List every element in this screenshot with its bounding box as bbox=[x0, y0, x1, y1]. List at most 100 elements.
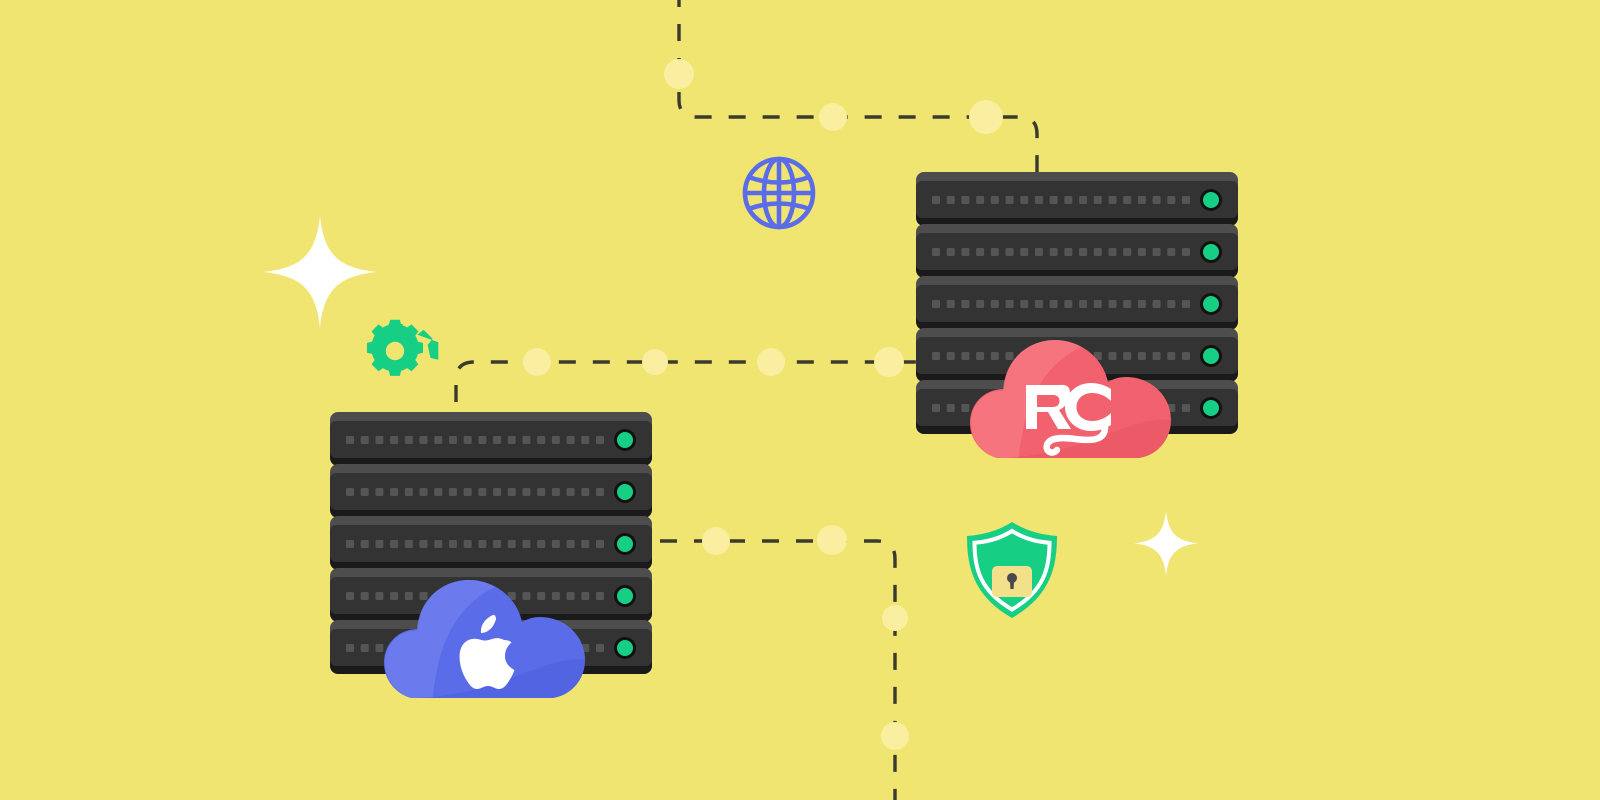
server-rack-unit[interactable] bbox=[916, 224, 1238, 278]
server-rack-unit[interactable] bbox=[330, 464, 652, 518]
server-vent bbox=[1123, 300, 1132, 308]
server-vent bbox=[390, 488, 399, 496]
server-vent bbox=[1034, 300, 1043, 308]
server-vent bbox=[961, 248, 970, 256]
server-vent bbox=[1093, 352, 1102, 360]
server-vent bbox=[478, 436, 487, 444]
server-vent bbox=[404, 540, 413, 548]
server-vent bbox=[1137, 352, 1146, 360]
apple-cloud-logo bbox=[384, 580, 585, 698]
server-rack-unit[interactable] bbox=[916, 276, 1238, 330]
connector-node bbox=[881, 722, 909, 750]
server-vent bbox=[404, 592, 413, 600]
server-vent bbox=[522, 540, 531, 548]
server-vent bbox=[581, 488, 590, 496]
server-vent bbox=[961, 352, 970, 360]
server-vent bbox=[1152, 196, 1161, 204]
server-vent bbox=[434, 488, 443, 496]
server-vent bbox=[1079, 196, 1088, 204]
status-led bbox=[1203, 400, 1219, 416]
server-vent bbox=[1005, 196, 1014, 204]
server-vent bbox=[551, 592, 560, 600]
server-vent bbox=[478, 540, 487, 548]
server-vent bbox=[419, 488, 428, 496]
server-vent bbox=[346, 540, 354, 548]
sparkle-small-icon bbox=[1134, 511, 1198, 576]
server-rack-unit[interactable] bbox=[330, 412, 652, 466]
status-led bbox=[617, 432, 633, 448]
server-vent bbox=[1034, 196, 1043, 204]
connector-node bbox=[969, 100, 1003, 134]
server-vent bbox=[1049, 248, 1058, 256]
server-vent bbox=[478, 488, 487, 496]
server-vent bbox=[596, 540, 604, 548]
server-vent bbox=[346, 644, 354, 652]
path-middle bbox=[454, 360, 930, 470]
status-led bbox=[1203, 348, 1219, 364]
server-vent bbox=[1108, 300, 1117, 308]
server-vent bbox=[1064, 248, 1073, 256]
connector-node bbox=[874, 347, 904, 377]
server-vent bbox=[507, 592, 516, 600]
server-vent bbox=[1108, 352, 1117, 360]
server-vent bbox=[419, 436, 428, 444]
connector-node bbox=[702, 527, 730, 555]
server-vent bbox=[566, 540, 575, 548]
server-rack-unit[interactable] bbox=[330, 516, 652, 570]
server-vent bbox=[493, 436, 502, 444]
server-vent bbox=[537, 436, 546, 444]
connector-nodes bbox=[523, 59, 1003, 750]
server-vent bbox=[1182, 300, 1190, 308]
server-vent bbox=[537, 592, 546, 600]
server-vent bbox=[581, 436, 590, 444]
server-vent bbox=[932, 300, 940, 308]
status-led bbox=[617, 484, 633, 500]
status-led bbox=[1203, 296, 1219, 312]
server-face bbox=[916, 285, 1238, 322]
server-vent bbox=[390, 592, 399, 600]
lock-shackle-icon bbox=[995, 541, 1029, 567]
server-vent bbox=[1167, 196, 1176, 204]
server-vent bbox=[596, 436, 604, 444]
server-vent bbox=[1108, 248, 1117, 256]
server-vent bbox=[1093, 196, 1102, 204]
server-vent bbox=[946, 196, 955, 204]
server-vent bbox=[493, 488, 502, 496]
rc-logo-mark bbox=[1026, 383, 1111, 456]
server-face bbox=[916, 233, 1238, 270]
server-vent bbox=[1167, 352, 1176, 360]
server-vent bbox=[596, 592, 604, 600]
server-vent bbox=[360, 436, 369, 444]
server-vent bbox=[448, 540, 457, 548]
server-rack-unit[interactable] bbox=[916, 172, 1238, 226]
server-vent bbox=[990, 352, 999, 360]
server-vent bbox=[1123, 248, 1132, 256]
connector-node bbox=[819, 103, 847, 131]
server-vent bbox=[976, 352, 985, 360]
server-vent bbox=[1034, 248, 1043, 256]
server-vent bbox=[434, 436, 443, 444]
server-vent bbox=[596, 488, 604, 496]
server-vent bbox=[1020, 300, 1029, 308]
server-vent bbox=[522, 592, 531, 600]
server-vent bbox=[932, 196, 940, 204]
connector-node bbox=[757, 348, 785, 376]
status-led bbox=[1203, 192, 1219, 208]
connector-node bbox=[642, 349, 668, 375]
server-vent bbox=[375, 436, 384, 444]
server-vent bbox=[360, 592, 369, 600]
server-vent bbox=[1123, 196, 1132, 204]
server-vent bbox=[507, 436, 516, 444]
sparkle-large-icon bbox=[263, 216, 377, 328]
server-vent bbox=[946, 248, 955, 256]
server-vent bbox=[961, 196, 970, 204]
server-vent bbox=[493, 540, 502, 548]
server-vent bbox=[1123, 352, 1132, 360]
server-vent bbox=[581, 592, 590, 600]
server-vent bbox=[390, 540, 399, 548]
server-vent bbox=[375, 488, 384, 496]
server-vent bbox=[360, 540, 369, 548]
